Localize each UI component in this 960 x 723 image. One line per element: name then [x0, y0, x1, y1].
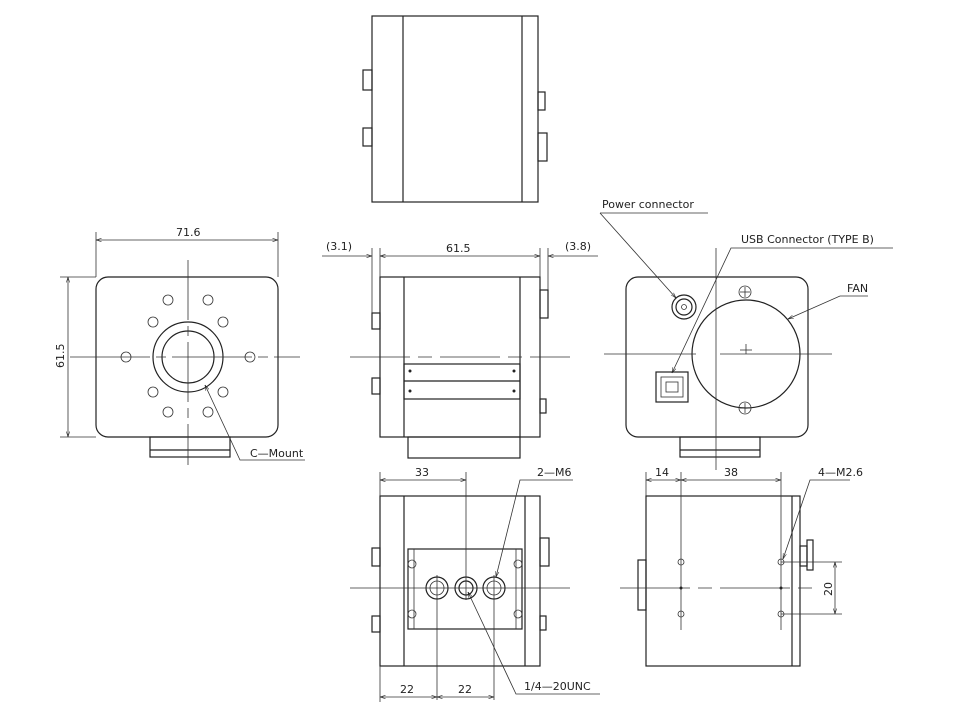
bottom-side-view: 14 38 4—M2.6 20 — [620, 466, 863, 667]
dim-14: 14 — [655, 466, 669, 479]
side-view: 61.5 (3.1) (3.8) — [322, 240, 598, 459]
fan-label: FAN — [847, 282, 868, 295]
dim-38: 38 — [724, 466, 738, 479]
power-connector-label: Power connector — [602, 198, 694, 211]
top-view — [362, 15, 548, 203]
rear-view: Power connector USB Connector (TYPE B) F… — [599, 198, 893, 470]
m26-thread-label: 4—M2.6 — [818, 466, 863, 479]
tripod-thread-label: 1/4—20UNC — [524, 680, 591, 693]
rear-offset-dim: (3.8) — [565, 240, 591, 253]
dim-33: 33 — [415, 466, 429, 479]
dim-22-right: 22 — [458, 683, 472, 696]
front-height-dim: 61.5 — [54, 344, 67, 369]
usb-connector-label: USB Connector (TYPE B) — [741, 233, 874, 246]
front-view: 71.6 61.5 C—Mount — [54, 226, 305, 465]
c-mount-label: C—Mount — [250, 447, 304, 460]
front-offset-dim: (3.1) — [326, 240, 352, 253]
m6-thread-label: 2—M6 — [537, 466, 572, 479]
bottom-view: 33 22 22 2—M6 1/4—20UNC — [350, 466, 600, 702]
usb-connector-icon — [655, 371, 689, 403]
screw-icons — [120, 294, 256, 418]
dim-22-left: 22 — [400, 683, 414, 696]
side-length-dim: 61.5 — [446, 242, 471, 255]
dim-20: 20 — [822, 582, 835, 596]
power-connector-icon — [671, 294, 697, 320]
front-width-dim: 71.6 — [176, 226, 201, 239]
